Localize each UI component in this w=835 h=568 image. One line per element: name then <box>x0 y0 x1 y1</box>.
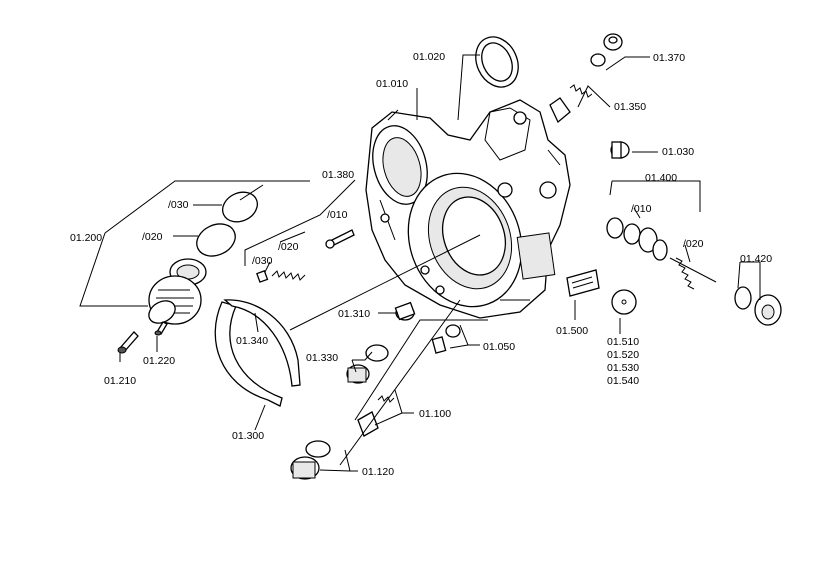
seal-01-330 <box>346 344 389 384</box>
label-01-380-010: /010 <box>327 209 348 221</box>
label-01-200-030: /030 <box>168 199 189 211</box>
label-01-050: 01.050 <box>483 341 515 353</box>
plug-01-050 <box>431 324 461 354</box>
label-01-030: 01.030 <box>662 146 694 158</box>
nameplate-01-500 <box>566 269 600 297</box>
label-01-200: 01.200 <box>70 232 102 244</box>
leader-lines <box>79 54 761 472</box>
screw-01-210 <box>117 331 139 354</box>
label-01-100: 01.100 <box>419 408 451 420</box>
label-01-330: 01.330 <box>306 352 338 364</box>
label-01-530: 01.530 <box>607 362 639 374</box>
label-01-120: 01.120 <box>362 466 394 478</box>
label-01-420: 01.420 <box>740 253 772 265</box>
label-01-380-020: /020 <box>278 241 299 253</box>
shaft-assembly-01-400 <box>606 217 717 290</box>
transmission-housing <box>365 99 571 319</box>
plug-01-120 <box>290 440 331 480</box>
label-01-500: 01.500 <box>556 325 588 337</box>
screw-01-220 <box>154 321 168 336</box>
label-01-220: 01.220 <box>143 355 175 367</box>
label-01-310: 01.310 <box>338 308 370 320</box>
label-01-520: 01.520 <box>607 349 639 361</box>
filter-01-200 <box>148 191 259 325</box>
label-01-300: 01.300 <box>232 430 264 442</box>
label-01-370: 01.370 <box>653 52 685 64</box>
seal-ring-01-020 <box>475 36 519 88</box>
label-01-020: 01.020 <box>413 51 445 63</box>
rivet-01-510 <box>611 289 637 315</box>
label-01-010: 01.010 <box>376 78 408 90</box>
bearing-01-420 <box>734 286 782 326</box>
label-01-380-030: /030 <box>252 255 273 267</box>
label-01-380: 01.380 <box>322 169 354 181</box>
label-01-510: 01.510 <box>607 336 639 348</box>
label-01-350: 01.350 <box>614 101 646 113</box>
label-01-400-010: /010 <box>631 203 652 215</box>
plug-01-370 <box>590 33 623 67</box>
brake-band-01-300 <box>214 299 301 407</box>
spring-01-350 <box>549 84 593 124</box>
label-01-340: 01.340 <box>236 335 268 347</box>
label-01-400: 01.400 <box>645 172 677 184</box>
label-01-540: 01.540 <box>607 375 639 387</box>
label-01-200-020: /020 <box>142 231 163 243</box>
piston-01-310 <box>394 301 416 321</box>
valve-01-100 <box>357 395 395 437</box>
part-labels: 01.020 01.010 01.370 01.350 01.030 01.40… <box>70 51 772 478</box>
plug-01-030 <box>610 141 630 159</box>
rod-01-380 <box>256 229 355 283</box>
label-01-210: 01.210 <box>104 375 136 387</box>
label-01-400-020: /020 <box>683 238 704 250</box>
